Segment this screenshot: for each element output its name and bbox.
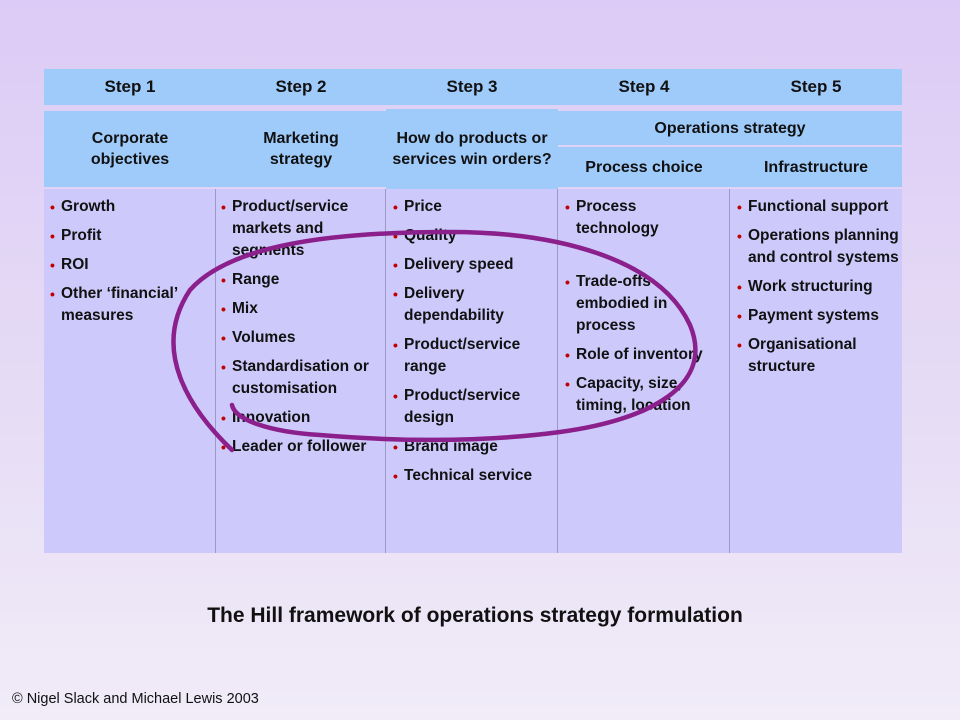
- list-item: •Technical service: [393, 467, 533, 484]
- list-item: •Growth: [50, 198, 116, 215]
- diagram-title: The Hill framework of operations strateg…: [207, 604, 743, 627]
- list-item: •Volumes: [221, 329, 296, 346]
- list-item: •Brand image: [393, 438, 498, 455]
- loop-curve: [171, 229, 698, 453]
- list-item: •Other ‘financial’ measures: [50, 285, 178, 324]
- step-2-header: Step 2: [216, 69, 386, 105]
- step-3-header: Step 3: [386, 69, 558, 105]
- operations-strategy-header: Operations strategy: [558, 111, 902, 145]
- column-1-body: [44, 189, 216, 553]
- marketing-strategy-header: Marketing strategy: [216, 111, 386, 187]
- list-item: •Role of inventory: [565, 346, 703, 363]
- list-item: •Work structuring: [737, 278, 873, 295]
- list-item: •Delivery speed: [393, 256, 514, 273]
- step-1-header: Step 1: [44, 69, 216, 105]
- copyright-notice: © Nigel Slack and Michael Lewis 2003: [12, 691, 259, 707]
- list-item: •Standardisation or customisation: [221, 358, 369, 397]
- step-5-header: Step 5: [730, 69, 902, 105]
- infrastructure-header: Infrastructure: [730, 147, 902, 187]
- list-item: •Functional support: [737, 198, 889, 215]
- list-item: •Product/service design: [393, 387, 521, 426]
- win-orders-header: How do products or services win orders?: [386, 109, 558, 189]
- list-item: •Organisational structure: [737, 336, 857, 375]
- list-item: •Payment systems: [737, 307, 879, 324]
- column-3-body: [386, 189, 558, 553]
- column-5-list: •Functional support •Operations planning…: [737, 196, 901, 385]
- column-4-list: •Process technology •Trade-offs embodied…: [565, 196, 715, 424]
- list-item: •Profit: [50, 227, 102, 244]
- column-1-list: •Growth •Profit •ROI •Other ‘financial’ …: [50, 196, 210, 334]
- list-item: •Mix: [221, 300, 258, 317]
- list-item: •Trade-offs embodied in process: [565, 273, 668, 334]
- list-item: •Leader or follower: [221, 438, 367, 455]
- step-4-header: Step 4: [558, 69, 730, 105]
- column-2-body: [216, 189, 386, 553]
- column-5-body: [730, 189, 902, 553]
- list-item: •Range: [221, 271, 280, 288]
- process-choice-header: Process choice: [558, 147, 730, 187]
- list-item: •Price: [393, 198, 442, 215]
- corporate-objectives-header: Corporate objectives: [44, 111, 216, 187]
- column-2-list: •Product/service markets and segments •R…: [221, 196, 383, 465]
- list-item: •Operations planning and control systems: [737, 227, 899, 266]
- list-item: •Delivery dependability: [393, 285, 504, 324]
- list-item: •ROI: [50, 256, 89, 273]
- list-item: •Product/service range: [393, 336, 521, 375]
- list-item: •Process technology: [565, 198, 659, 237]
